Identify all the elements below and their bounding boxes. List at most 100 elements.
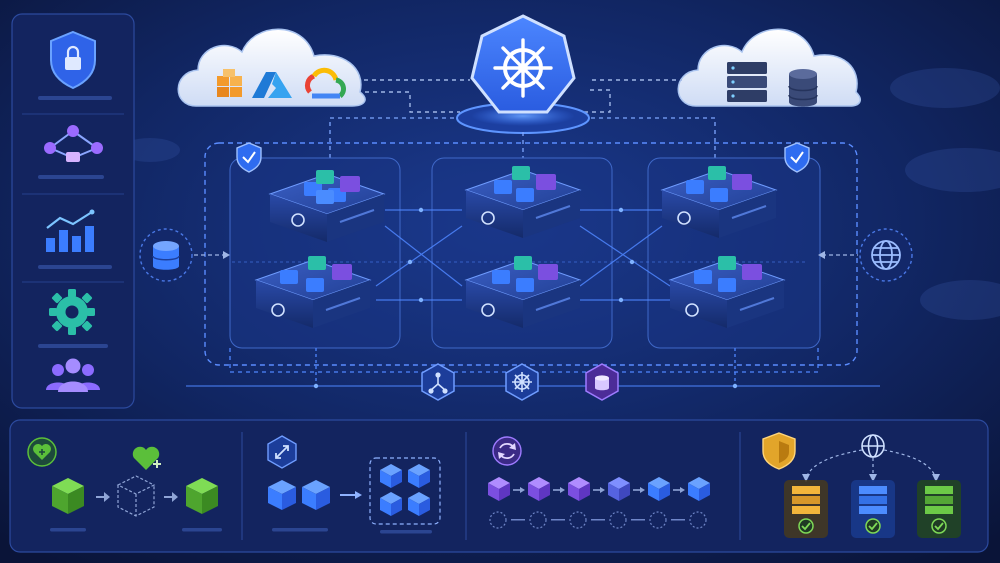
worker-node[interactable] bbox=[660, 166, 778, 238]
background-clouds bbox=[120, 68, 1000, 320]
failed-pod-cube bbox=[116, 475, 156, 517]
panel-auto-scaling[interactable] bbox=[267, 435, 441, 534]
panel-rolling-update[interactable] bbox=[488, 436, 710, 529]
users-icon[interactable] bbox=[46, 358, 100, 393]
pod-cube bbox=[380, 464, 402, 488]
check-circle-icon bbox=[865, 518, 881, 534]
bar-chart-trend-icon[interactable] bbox=[46, 209, 95, 253]
storage-icon bbox=[595, 375, 609, 391]
pod-cube bbox=[488, 477, 510, 501]
kubernetes-icon bbox=[685, 303, 699, 317]
shield-icon bbox=[762, 432, 796, 470]
pod-cube bbox=[528, 477, 550, 501]
shield-check-icon bbox=[784, 142, 810, 173]
kubernetes-icon bbox=[512, 372, 532, 392]
rollout-slots bbox=[489, 511, 707, 529]
worker-node[interactable] bbox=[464, 256, 582, 328]
arrow-down-icon bbox=[932, 474, 940, 482]
globe-icon bbox=[861, 434, 885, 458]
panel-self-healing[interactable] bbox=[27, 437, 222, 532]
external-internet[interactable] bbox=[859, 228, 913, 282]
expand-arrows-icon bbox=[267, 435, 297, 469]
pod-cube bbox=[568, 477, 590, 501]
bus-junctions bbox=[313, 383, 738, 389]
arrow-left-icon bbox=[818, 251, 825, 259]
arrow-right-icon bbox=[96, 492, 110, 502]
pod-cube bbox=[268, 480, 296, 510]
healthy-pod-cube bbox=[52, 478, 84, 514]
pod-cube bbox=[408, 492, 430, 516]
kubernetes-icon bbox=[271, 303, 285, 317]
globe-icon bbox=[871, 240, 901, 270]
feature-dividers bbox=[241, 432, 741, 540]
external-database[interactable] bbox=[139, 228, 193, 282]
arrow-down-icon bbox=[802, 474, 810, 482]
arrow-right-icon bbox=[340, 491, 362, 499]
sidebar-caption-line bbox=[38, 175, 104, 179]
arrow-right-icon bbox=[553, 487, 565, 493]
caption-line bbox=[182, 528, 222, 532]
arrow-right-icon bbox=[223, 251, 230, 259]
database-icon bbox=[788, 69, 818, 107]
kubernetes-icon bbox=[481, 303, 495, 317]
mesh-junctions bbox=[407, 207, 635, 303]
data-cloud bbox=[677, 28, 861, 107]
shield-lock-icon[interactable] bbox=[50, 30, 96, 90]
control-plane-links bbox=[329, 117, 716, 158]
network-nodes-icon[interactable] bbox=[44, 125, 103, 162]
arrow-right-icon bbox=[673, 487, 685, 493]
worker-node[interactable] bbox=[464, 166, 582, 238]
backend-server-blue bbox=[851, 480, 895, 538]
aws-cubes-icon bbox=[217, 69, 242, 97]
database-icon bbox=[152, 241, 180, 270]
kubernetes-icon bbox=[481, 211, 495, 225]
balancer-links bbox=[805, 449, 937, 479]
check-circle-icon bbox=[798, 518, 814, 534]
pod-cube bbox=[380, 492, 402, 516]
cluster-boundary bbox=[204, 142, 858, 366]
azure-icon bbox=[252, 72, 292, 98]
shield-check-icon bbox=[236, 142, 262, 173]
sidebar-caption-line bbox=[38, 265, 112, 269]
caption-line bbox=[50, 528, 86, 532]
worker-node[interactable] bbox=[668, 256, 786, 328]
network-icon bbox=[428, 372, 448, 394]
caption-line bbox=[380, 530, 432, 534]
sidebar-caption-line bbox=[38, 96, 112, 100]
kubernetes-icon bbox=[291, 213, 305, 227]
heart-plus-icon bbox=[27, 437, 57, 467]
panel-secure-load-balancing[interactable] bbox=[762, 432, 961, 538]
arrow-right-icon bbox=[633, 487, 645, 493]
google-cloud-icon bbox=[305, 67, 346, 99]
sidebar-caption-line bbox=[38, 344, 108, 348]
arrow-right-icon bbox=[513, 487, 525, 493]
scaled-group-boundary bbox=[369, 457, 441, 525]
rollout-slot-arrows bbox=[511, 519, 685, 521]
arrow-right-icon bbox=[164, 492, 178, 502]
pod-cube bbox=[688, 477, 710, 501]
cloud-provider-cloud bbox=[177, 28, 366, 107]
rollout-sequence bbox=[488, 477, 710, 501]
worker-node[interactable] bbox=[268, 170, 386, 242]
worker-node[interactable] bbox=[254, 256, 372, 328]
heart-plus-icon bbox=[132, 446, 161, 470]
arrow-right-icon bbox=[593, 487, 605, 493]
network-service[interactable] bbox=[421, 363, 455, 401]
pod-cube bbox=[302, 480, 330, 510]
arrow-down-icon bbox=[869, 474, 877, 482]
pod-cube bbox=[608, 477, 630, 501]
pod-cube bbox=[648, 477, 670, 501]
backend-server-green bbox=[917, 480, 961, 538]
control-plane[interactable] bbox=[456, 14, 590, 134]
storage-service[interactable] bbox=[585, 363, 619, 401]
kubernetes-service[interactable] bbox=[505, 363, 539, 401]
kubernetes-helm-icon bbox=[470, 14, 576, 114]
server-stack-icon bbox=[727, 62, 767, 102]
replacement-pod-cube bbox=[186, 478, 218, 514]
refresh-cycle-icon bbox=[492, 436, 522, 466]
kubernetes-icon bbox=[677, 211, 691, 225]
check-circle-icon bbox=[931, 518, 947, 534]
gear-icon[interactable] bbox=[49, 289, 95, 335]
sidebar bbox=[11, 13, 135, 409]
